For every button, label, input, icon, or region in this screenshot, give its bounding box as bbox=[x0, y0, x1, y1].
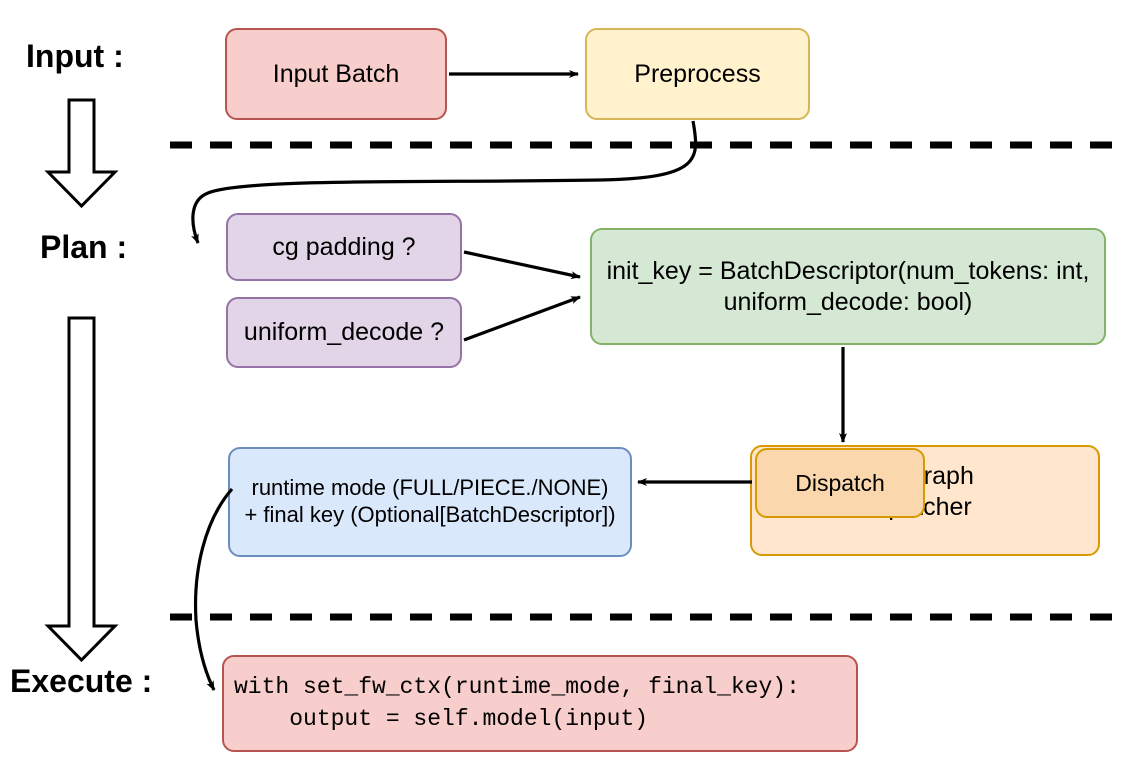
node-cg-padding-label: cg padding ? bbox=[272, 232, 416, 261]
node-exec-code[interactable]: with set_fw_ctx(runtime_mode, final_key)… bbox=[222, 655, 858, 752]
node-preprocess-label: Preprocess bbox=[634, 59, 761, 88]
node-runtime-mode-line2: + final key (Optional[BatchDescriptor]) bbox=[244, 502, 616, 527]
exec-code-line-1: with set_fw_ctx(runtime_mode, final_key)… bbox=[234, 674, 800, 701]
node-uniform-decode-label: uniform_decode ? bbox=[243, 318, 445, 347]
stage-arrow-plan-to-execute bbox=[44, 316, 119, 663]
exec-code-line-2: output = self.model(input) bbox=[234, 705, 649, 732]
stage-label-plan: Plan : bbox=[40, 229, 128, 265]
node-dispatch-label: Dispatch bbox=[795, 469, 885, 496]
node-runtime-mode-line1: runtime mode (FULL/PIECE./NONE) bbox=[251, 475, 609, 501]
node-init-key-line2: uniform_decode: bool) bbox=[723, 287, 973, 316]
node-uniform-decode[interactable]: uniform_decode ? bbox=[226, 297, 462, 368]
node-init-key[interactable]: init_key = BatchDescriptor(num_tokens: i… bbox=[590, 228, 1106, 345]
node-preprocess[interactable]: Preprocess bbox=[585, 28, 810, 120]
node-runtime-mode[interactable]: runtime mode (FULL/PIECE./NONE) + final … bbox=[228, 447, 632, 557]
node-cg-padding[interactable]: cg padding ? bbox=[226, 213, 462, 281]
node-dispatch[interactable]: Dispatch bbox=[755, 448, 925, 518]
arrow-cg-padding-to-init-key bbox=[463, 250, 581, 280]
stage-label-input: Input : bbox=[26, 38, 124, 74]
node-input-batch-label: Input Batch bbox=[272, 59, 400, 88]
node-init-key-line1: init_key = BatchDescriptor(num_tokens: i… bbox=[606, 257, 1090, 285]
node-input-batch[interactable]: Input Batch bbox=[225, 28, 447, 120]
arrow-uniform-decode-to-init-key bbox=[463, 295, 581, 342]
stage-label-execute: Execute : bbox=[10, 663, 153, 699]
stage-arrow-input-to-plan bbox=[44, 98, 119, 209]
